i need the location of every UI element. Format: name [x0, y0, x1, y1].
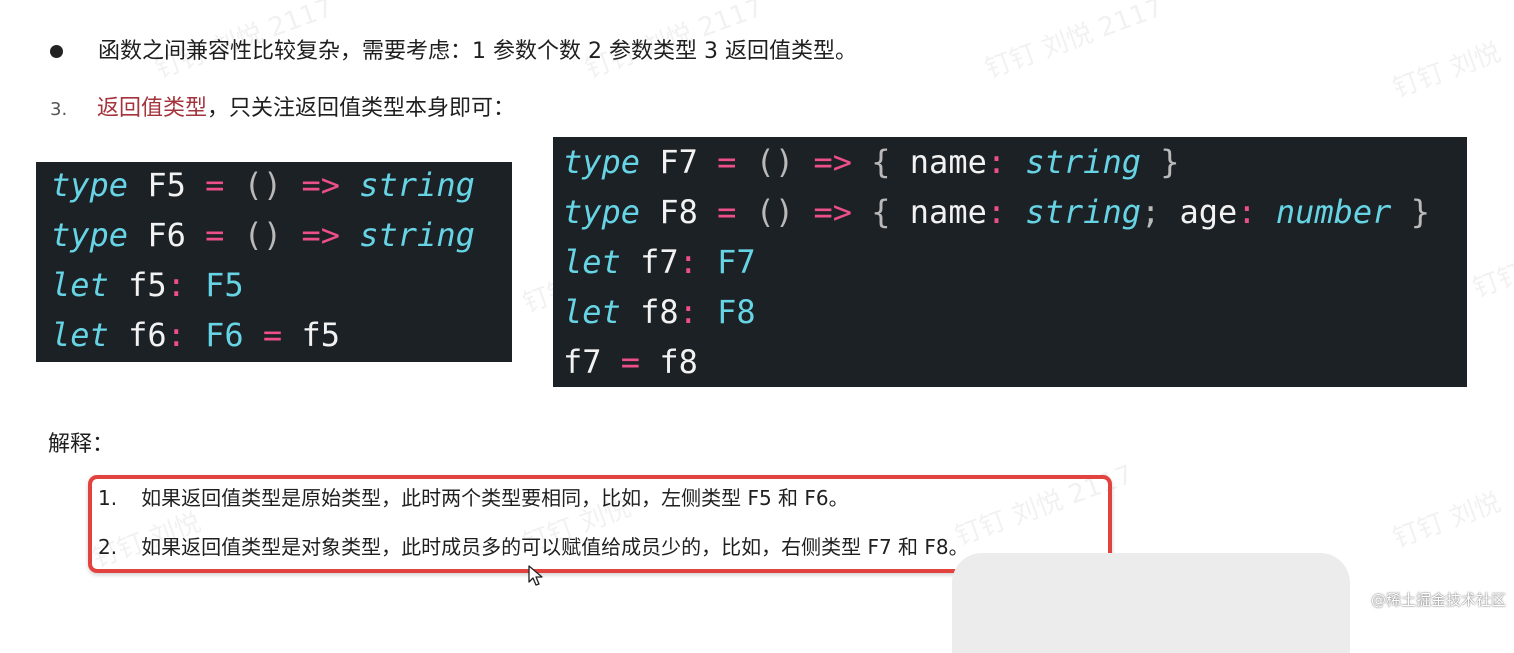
code-line: f7 = f8: [563, 337, 1467, 387]
heading-emphasis: 返回值类型: [97, 96, 208, 121]
code-token: =: [717, 143, 737, 181]
item-number: 1.: [98, 486, 118, 510]
code-token: =>: [301, 216, 340, 254]
code-line: let f7: F7: [563, 237, 1467, 287]
code-token: F8: [697, 293, 756, 331]
explanation-item-2: 2. 如果返回值类型是对象类型，此时成员多的可以赋值给成员少的，比如，右侧类型 F…: [98, 531, 969, 563]
intro-bullet-text: 函数之间兼容性比较复杂，需要考虑：1 参数个数 2 参数类型 3 返回值类型。: [98, 39, 857, 64]
explanation-label: 解释：: [48, 432, 115, 457]
watermark: 钉钉 刘悦: [1469, 238, 1514, 305]
code-token: (): [224, 216, 302, 254]
code-token: (): [224, 166, 302, 204]
code-token: {: [851, 143, 910, 181]
heading-number: 3.: [50, 99, 68, 120]
code-token: name: [909, 143, 987, 181]
code-token: f7: [563, 343, 621, 381]
code-token: =>: [813, 193, 852, 231]
code-token: F7: [640, 143, 718, 181]
code-token: type: [51, 166, 129, 204]
code-token: name: [909, 193, 987, 231]
code-token: :: [1237, 193, 1257, 231]
code-token: :: [986, 193, 1007, 231]
item-text: 如果返回值类型是原始类型，此时两个类型要相同，比如，左侧类型 F5 和 F6。: [141, 486, 849, 510]
code-token: string: [1006, 193, 1141, 231]
overlay-panel: [952, 553, 1350, 653]
code-token: =>: [813, 143, 852, 181]
code-token: F6: [185, 316, 263, 354]
code-token: =>: [301, 166, 340, 204]
code-line: let f8: F8: [563, 287, 1467, 337]
code-token: let: [563, 293, 621, 331]
code-token: F6: [128, 216, 206, 254]
code-token: f8: [640, 343, 698, 381]
code-token: F5: [128, 166, 206, 204]
code-token: let: [51, 266, 109, 304]
code-token: :: [678, 293, 698, 331]
code-token: }: [1140, 143, 1180, 181]
code-token: }: [1391, 193, 1430, 231]
code-token: =: [717, 193, 737, 231]
explanation-item-1: 1. 如果返回值类型是原始类型，此时两个类型要相同，比如，左侧类型 F5 和 F6…: [98, 482, 849, 514]
code-block-right: type F7 = () => { name: string }type F8 …: [553, 137, 1467, 387]
code-token: let: [51, 316, 109, 354]
code-token: string: [1006, 143, 1141, 181]
watermark: 钉钉 刘悦 2117: [981, 0, 1168, 85]
code-token: :: [166, 266, 186, 304]
code-token: ;: [1140, 193, 1161, 231]
code-line: let f6: F6 = f5: [51, 310, 512, 360]
code-line: type F6 = () => string: [51, 210, 512, 260]
code-token: =: [620, 343, 641, 381]
code-token: =: [205, 216, 225, 254]
code-token: :: [166, 316, 186, 354]
watermark: 钉钉 刘悦: [1389, 37, 1505, 105]
code-token: age: [1160, 193, 1238, 231]
code-line: type F7 = () => { name: string }: [563, 137, 1467, 187]
code-token: type: [563, 143, 641, 181]
code-token: f6: [108, 316, 167, 354]
code-token: f5: [282, 316, 340, 354]
mouse-cursor-icon: [528, 565, 543, 586]
code-token: number: [1256, 193, 1392, 231]
code-token: =: [205, 166, 225, 204]
code-token: =: [262, 316, 283, 354]
item-text: 如果返回值类型是对象类型，此时成员多的可以赋值给成员少的，比如，右侧类型 F7 …: [141, 535, 969, 559]
code-token: f7: [620, 243, 679, 281]
code-token: f8: [620, 293, 679, 331]
code-token: (): [736, 143, 814, 181]
code-token: let: [563, 243, 621, 281]
code-token: F5: [185, 266, 244, 304]
code-token: :: [986, 143, 1007, 181]
code-token: type: [51, 216, 129, 254]
highlight-box: [88, 475, 1112, 573]
code-token: :: [678, 243, 698, 281]
code-token: string: [339, 166, 475, 204]
watermark: 钉钉 刘悦: [1389, 487, 1505, 555]
code-line: type F8 = () => { name: string; age: num…: [563, 187, 1467, 237]
code-token: F7: [697, 243, 756, 281]
code-line: type F5 = () => string: [51, 160, 512, 210]
code-token: F8: [640, 193, 718, 231]
section-heading: 返回值类型，只关注返回值类型本身即可：: [97, 92, 515, 126]
code-token: type: [563, 193, 641, 231]
item-number: 2.: [98, 535, 118, 559]
code-token: f5: [108, 266, 167, 304]
heading-rest: ，只关注返回值类型本身即可：: [207, 96, 516, 121]
bullet-dot-icon: [50, 45, 63, 58]
code-token: {: [851, 193, 910, 231]
code-line: let f5: F5: [51, 260, 512, 310]
code-token: string: [339, 216, 475, 254]
code-token: (): [736, 193, 814, 231]
source-label: @稀土掘金技术社区: [1370, 591, 1506, 609]
